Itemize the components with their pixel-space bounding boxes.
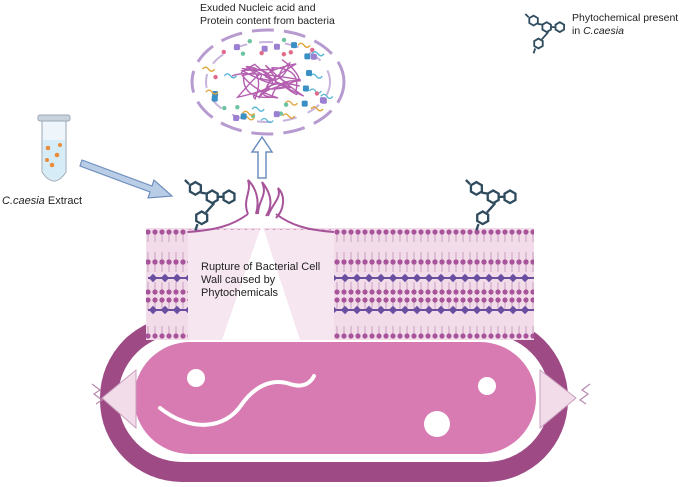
torn-membrane [245, 179, 284, 219]
diagonal-arrow-icon [79, 159, 174, 199]
phytochemical-molecule-icon [465, 179, 517, 231]
cytoplasm [134, 342, 536, 454]
phytochemical-molecule-icon [524, 13, 565, 54]
granule [478, 377, 496, 395]
granule [424, 411, 450, 437]
nucleoid-dna [158, 374, 316, 427]
exuded-label-line1: Exuded Nucleic acid and [200, 2, 316, 14]
exuded-content-label: Exuded Nucleic acid and Protein content … [200, 2, 335, 28]
up-arrow-icon [250, 135, 274, 179]
legend-line2-prefix: in [572, 25, 584, 37]
legend-species: C.caesia [583, 25, 624, 37]
rupture-opening [222, 224, 300, 340]
rupture-label: Rupture of Bacterial Cell Wall caused by… [201, 261, 320, 300]
exuded-label-line2: Protein content from bacteria [200, 15, 335, 27]
phytochemical-molecule-icon [184, 179, 236, 231]
extract-suffix: Extract [44, 195, 83, 207]
ruptured-end-right [539, 368, 591, 430]
bacterial-cell [100, 316, 568, 482]
rupture-line2: Wall caused by [201, 274, 276, 286]
rupture-line3: Phytochemicals [201, 287, 279, 299]
rupture-line1: Rupture of Bacterial Cell [201, 261, 321, 273]
exuded-content-cloud [190, 28, 346, 136]
ruptured-end-left [91, 368, 137, 430]
nucleic-acid-tangle [231, 59, 304, 100]
cell-wall-section [146, 179, 534, 340]
legend-line1: Phytochemical present [572, 12, 679, 24]
extract-label: C.caesia Extract [2, 195, 82, 208]
protein-particles [202, 37, 334, 124]
extract-species: C.caesia [2, 195, 45, 207]
granule [187, 369, 205, 387]
phytochemical-legend-label: Phytochemical present in C.caesia [572, 12, 678, 38]
test-tube-icon [37, 114, 71, 182]
legend-line2: in C.caesia [572, 25, 678, 38]
